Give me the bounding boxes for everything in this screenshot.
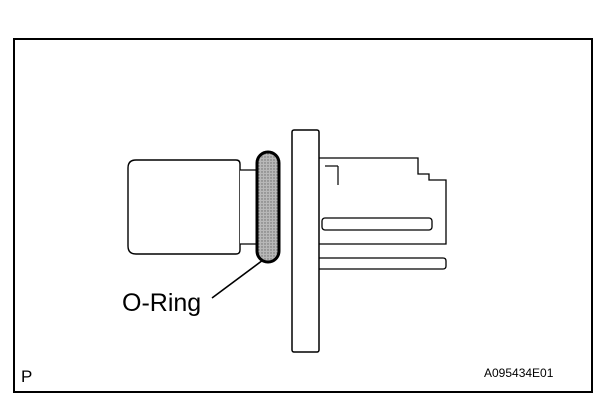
leader-line [211, 259, 264, 299]
o-ring-label: O-Ring [122, 289, 202, 317]
o-ring [255, 150, 281, 264]
mounting-flange [291, 129, 320, 353]
figure-code: A095434E01 [484, 366, 554, 380]
connector-housing [318, 157, 447, 245]
sensor-neck [240, 169, 258, 245]
connector-prong [318, 257, 447, 270]
sensor-body [127, 159, 241, 255]
connector-terminal-slot [321, 217, 433, 231]
corner-letter: P [21, 367, 33, 386]
